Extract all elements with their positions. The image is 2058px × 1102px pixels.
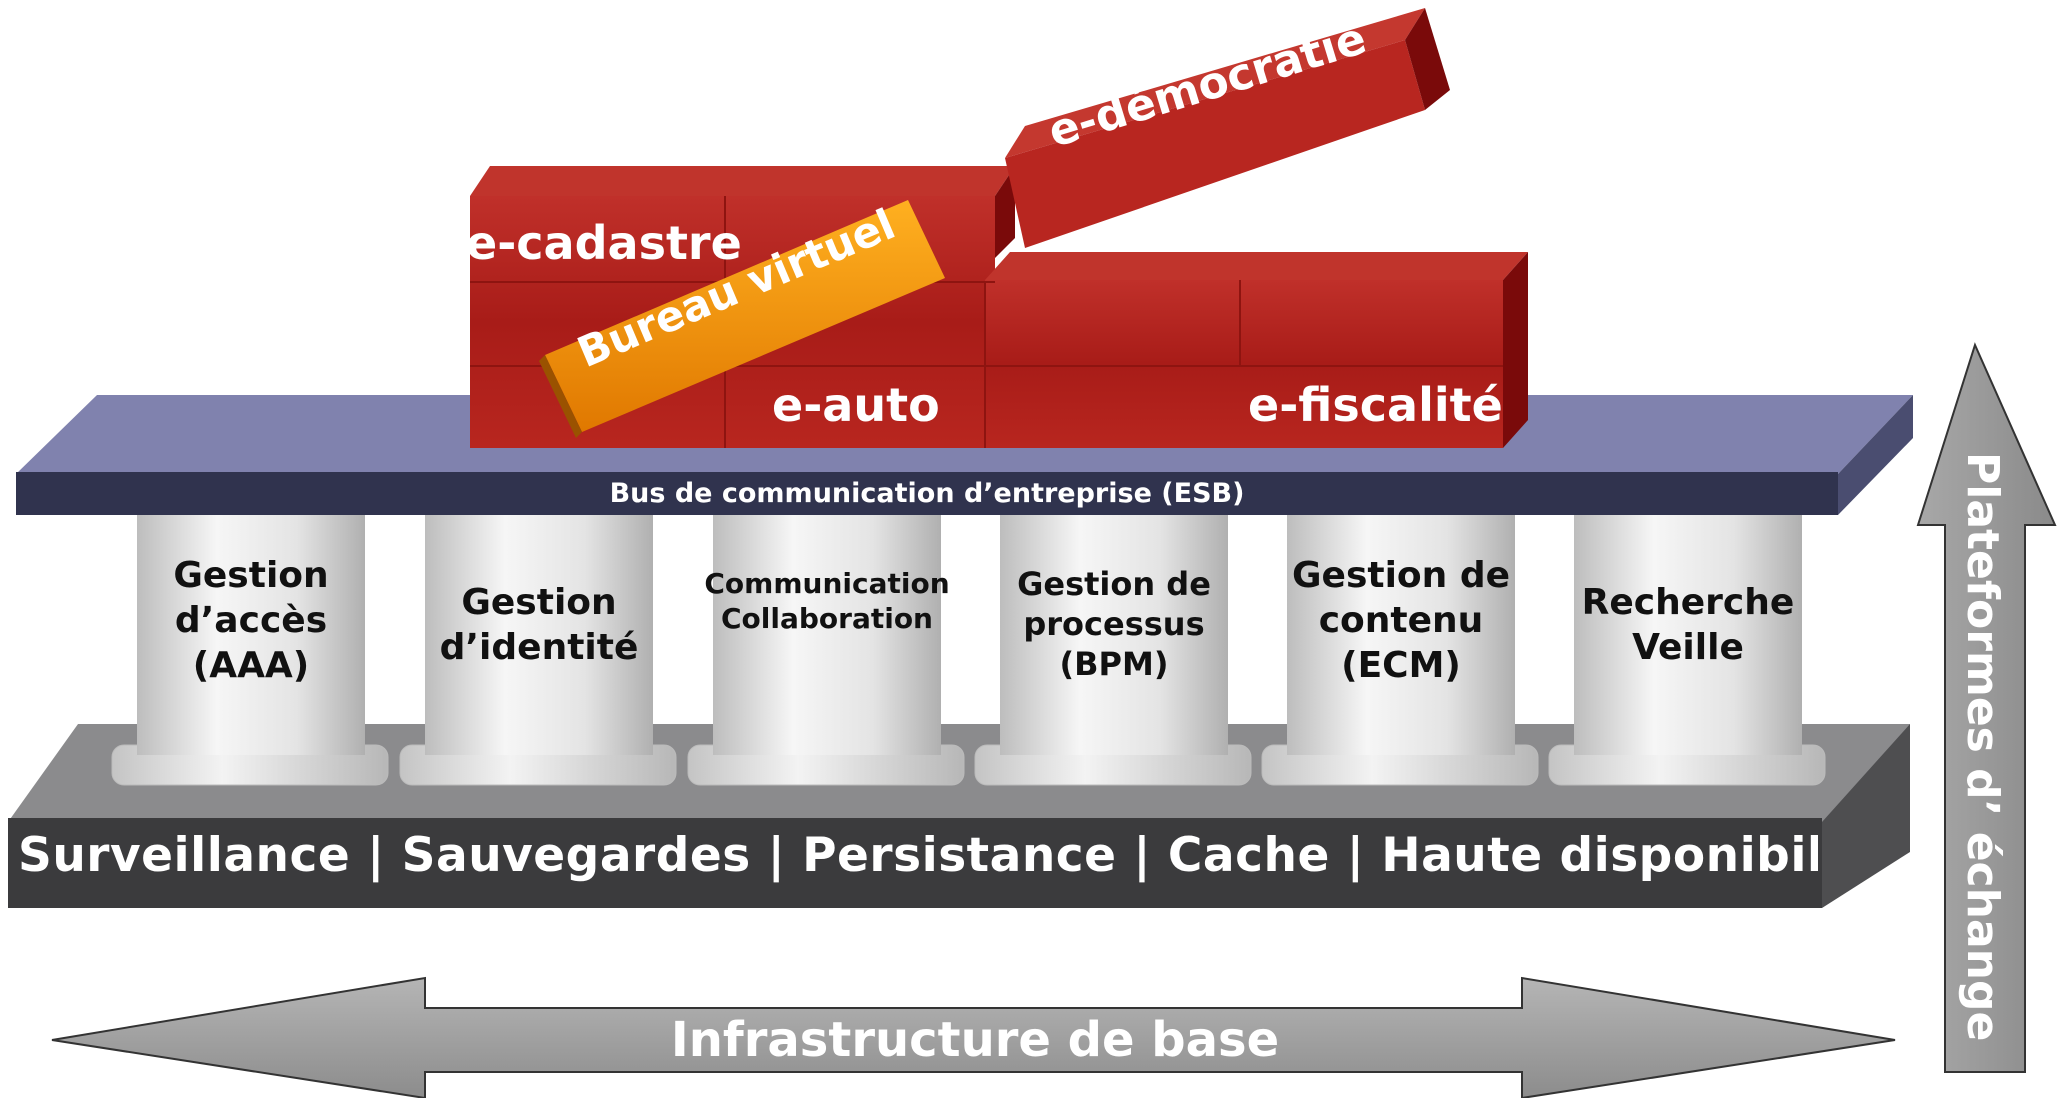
pillar-2: [399, 505, 677, 786]
pillar-label-3-line-2: Collaboration: [720, 602, 933, 635]
pillar-label-1-line-3: (AAA): [192, 645, 310, 686]
service-bricks: [470, 8, 1528, 448]
pillar-label-5-line-3: (ECM): [1341, 645, 1461, 686]
pillar-label-4: Gestion de processus (BPM): [990, 564, 1238, 684]
pillar-5: [1261, 505, 1539, 786]
label-platforms: Plateformes d’ échange: [1957, 452, 2008, 1042]
label-infrastructure: Infrastructure de base: [670, 1012, 1280, 1068]
label-e-auto: e-auto: [772, 378, 940, 432]
label-e-cadastre: e-cadastre: [466, 216, 742, 270]
pillar-4: [974, 505, 1252, 786]
pillar-label-5-line-2: contenu: [1318, 600, 1484, 641]
pillar-label-5-line-1: Gestion de: [1291, 555, 1511, 596]
bureau-banner: [539, 200, 945, 438]
pillar-label-2-line-2: d’identité: [439, 627, 639, 668]
pillar-3: [687, 505, 965, 786]
bus-slab-side: [1838, 395, 1913, 515]
pillar-label-2: Gestion d’identité: [425, 580, 653, 670]
pillar-1: [111, 505, 389, 786]
label-base-services: Surveillance | Sauvegardes | Persistance…: [18, 828, 1818, 883]
democratie-brick: [1005, 8, 1450, 248]
infrastructure-arrow: [51, 976, 1896, 1100]
pillar-label-1-line-2: d’accès: [174, 600, 328, 641]
pillar-label-6-line-2: Veille: [1632, 627, 1744, 668]
pillar-label-4-line-2: processus: [1023, 605, 1205, 643]
label-e-fiscalite: e-fiscalité: [1248, 378, 1503, 432]
pillar-label-4-line-1: Gestion de: [1017, 565, 1211, 603]
pillars: [111, 505, 1826, 786]
pillar-label-6: Recherche Veille: [1574, 580, 1802, 670]
platforms-arrow: [1916, 342, 2057, 1073]
pillar-6: [1548, 505, 1826, 786]
pillar-label-5: Gestion de contenu (ECM): [1277, 553, 1525, 688]
pillar-label-6-line-1: Recherche: [1581, 582, 1795, 623]
base-slab-side: [1822, 724, 1910, 908]
label-esb: Bus de communication d’entreprise (ESB): [609, 478, 1245, 509]
pillar-label-1: Gestion d’accès (AAA): [137, 553, 365, 688]
bus-slab-front: [16, 472, 1838, 515]
pillar-label-3-line-1: Communication: [704, 567, 950, 600]
base-slab-front: [8, 818, 1822, 908]
pillar-label-2-line-1: Gestion: [461, 582, 617, 623]
pillar-label-4-line-3: (BPM): [1059, 645, 1169, 683]
pillar-label-3: Communication Collaboration: [693, 566, 961, 636]
pillar-label-1-line-1: Gestion: [173, 555, 329, 596]
